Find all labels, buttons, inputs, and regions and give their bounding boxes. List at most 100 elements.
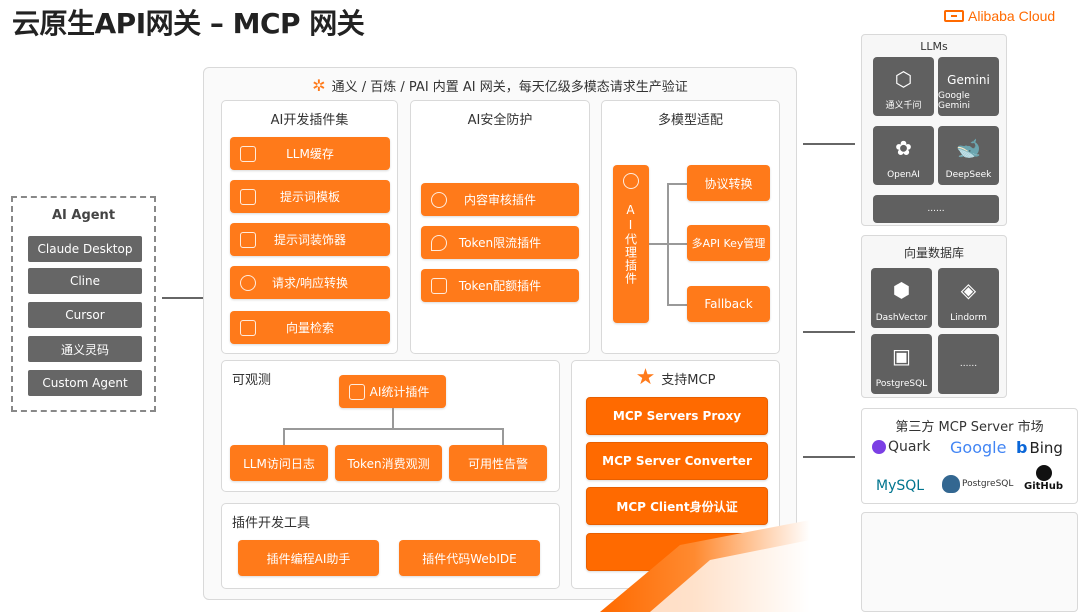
stats-connector-h bbox=[283, 428, 503, 430]
google-logo: Google bbox=[950, 438, 1007, 457]
tile-openai-label: OpenAI bbox=[887, 170, 920, 180]
fallback-button[interactable]: Fallback bbox=[687, 286, 770, 322]
vector-search-plugin[interactable]: 向量检索 bbox=[230, 311, 390, 344]
token-usage-button[interactable]: Token消费观测 bbox=[335, 445, 442, 481]
proxy-connector-1 bbox=[667, 183, 687, 185]
quark-logo: Quark bbox=[872, 439, 930, 455]
brand-logo: Alibaba Cloud bbox=[944, 8, 1055, 24]
ai-plugins-section: AI开发插件集 LLM缓存 提示词模板 提示词装饰器 请求/响应转换 向量检索 bbox=[221, 100, 398, 354]
tile-deepseek[interactable]: 🐋 DeepSeek bbox=[938, 126, 999, 185]
gemini-icon: Gemini bbox=[947, 73, 990, 87]
multi-model-title: 多模型适配 bbox=[657, 113, 723, 128]
dev-tools-section: 插件开发工具 插件编程AI助手 插件代码WebIDE bbox=[221, 503, 560, 589]
postgresql-logo-label: PostgreSQL bbox=[962, 479, 1014, 489]
ai-agent-title: AI Agent bbox=[51, 208, 116, 223]
star-icon: ★ bbox=[635, 365, 656, 390]
multi-api-key-button[interactable]: 多API Key管理 bbox=[687, 225, 770, 261]
agent-claude-desktop[interactable]: Claude Desktop bbox=[28, 236, 142, 262]
agent-connector bbox=[162, 297, 214, 299]
content-moderation-label: 内容审核插件 bbox=[463, 193, 536, 207]
tile-dashvector[interactable]: ⬢DashVector bbox=[871, 268, 932, 328]
stats-connector-v bbox=[392, 408, 394, 428]
tile-openai[interactable]: ✿ OpenAI bbox=[873, 126, 934, 185]
mcp-server-converter-button[interactable]: MCP Server Converter bbox=[586, 442, 768, 480]
decorator-icon bbox=[240, 231, 256, 248]
token-rate-limit-label: Token限流插件 bbox=[458, 236, 542, 250]
agent-cursor[interactable]: Cursor bbox=[28, 302, 142, 328]
llm-cache-plugin[interactable]: LLM缓存 bbox=[230, 137, 390, 170]
tile-gemini-label: Google Gemini bbox=[938, 91, 970, 111]
github-logo: GitHub bbox=[1024, 465, 1063, 492]
tile-more-llms[interactable]: ...... bbox=[873, 195, 999, 223]
tile-lindorm[interactable]: ◈Lindorm bbox=[938, 268, 999, 328]
vectordb-panel: 向量数据库 ⬢DashVector ◈Lindorm ▣PostgreSQL .… bbox=[861, 235, 1007, 398]
tile-postgresql[interactable]: ▣PostgreSQL bbox=[871, 334, 932, 394]
transform-icon bbox=[240, 274, 256, 291]
vector-search-label: 向量检索 bbox=[285, 321, 334, 335]
ai-stats-plugin[interactable]: AI统计插件 bbox=[339, 375, 446, 408]
agent-tongyi-lingma[interactable]: 通义灵码 bbox=[28, 336, 142, 362]
mcp-servers-proxy-button[interactable]: MCP Servers Proxy bbox=[586, 397, 768, 435]
prompt-decorator-plugin[interactable]: 提示词装饰器 bbox=[230, 223, 390, 256]
plugin-ai-assistant-button[interactable]: 插件编程AI助手 bbox=[238, 540, 379, 576]
gateway-banner-text: 通义 / 百炼 / PAI 内置 AI 网关，每天亿级多模态请求生产验证 bbox=[331, 80, 688, 95]
quark-label: Quark bbox=[888, 439, 931, 455]
llm-cache-label: LLM缓存 bbox=[286, 147, 334, 161]
tile-deepseek-label: DeepSeek bbox=[945, 170, 992, 180]
github-label: GitHub bbox=[1024, 481, 1064, 492]
token-quota-plugin[interactable]: Token配额插件 bbox=[421, 269, 579, 302]
agent-custom[interactable]: Custom Agent bbox=[28, 370, 142, 396]
quota-icon bbox=[431, 277, 447, 294]
mcp-client-auth-button[interactable]: MCP Client身份认证 bbox=[586, 487, 768, 525]
token-rate-limit-plugin[interactable]: Token限流插件 bbox=[421, 226, 579, 259]
stats-connector-3 bbox=[502, 428, 504, 445]
ai-agent-box: AI Agent Claude Desktop Cline Cursor 通义灵… bbox=[11, 196, 156, 412]
stats-connector-1 bbox=[283, 428, 285, 445]
alibaba-cloud-icon bbox=[944, 10, 964, 22]
tile-postgresql-label: PostgreSQL bbox=[875, 379, 928, 389]
llm-access-log-button[interactable]: LLM访问日志 bbox=[230, 445, 328, 481]
stats-icon bbox=[349, 383, 365, 400]
postgresql-logo: PostgreSQL bbox=[942, 475, 1013, 493]
page-title: 云原生API网关 – MCP 网关 bbox=[12, 7, 365, 40]
protocol-convert-button[interactable]: 协议转换 bbox=[687, 165, 770, 201]
cache-icon bbox=[240, 145, 256, 162]
prompt-decorator-label: 提示词装饰器 bbox=[273, 233, 346, 247]
mcp-title-row: ★ 支持MCP bbox=[572, 367, 779, 389]
deepseek-icon: 🐋 bbox=[956, 136, 981, 160]
drop-icon bbox=[431, 234, 447, 251]
proxy-connector-h bbox=[649, 243, 667, 245]
agent-cline[interactable]: Cline bbox=[28, 268, 142, 294]
elephant-icon bbox=[942, 475, 960, 493]
llms-connector bbox=[803, 143, 855, 145]
network-icon: ✲ bbox=[312, 76, 326, 95]
tile-qwen[interactable]: ⬡通义千问 bbox=[873, 57, 934, 116]
content-moderation-plugin[interactable]: 内容审核插件 bbox=[421, 183, 579, 216]
req-resp-transform-plugin[interactable]: 请求/响应转换 bbox=[230, 266, 390, 299]
availability-alert-button[interactable]: 可用性告警 bbox=[449, 445, 547, 481]
brand-name: Alibaba Cloud bbox=[968, 8, 1056, 24]
plugin-webide-button[interactable]: 插件代码WebIDE bbox=[399, 540, 540, 576]
ai-plugins-title: AI开发插件集 bbox=[270, 113, 349, 128]
dashvector-icon: ⬢ bbox=[892, 278, 911, 302]
tile-more-vectordb[interactable]: ...... bbox=[938, 334, 999, 394]
extra-panel bbox=[861, 512, 1078, 612]
token-quota-label: Token配额插件 bbox=[458, 279, 542, 293]
llms-title: LLMs bbox=[920, 40, 948, 53]
observability-title: 可观测 bbox=[232, 373, 272, 388]
quark-icon bbox=[872, 440, 886, 454]
vector-icon bbox=[240, 319, 256, 336]
moderation-icon bbox=[431, 191, 447, 208]
more-llms-label: ...... bbox=[927, 204, 945, 214]
lindorm-icon: ◈ bbox=[960, 278, 977, 302]
openai-icon: ✿ bbox=[895, 136, 912, 160]
prompt-template-plugin[interactable]: 提示词模板 bbox=[230, 180, 390, 213]
ai-proxy-plugin[interactable]: AI代理插件 bbox=[613, 165, 649, 323]
proxy-connector-3 bbox=[667, 304, 687, 306]
github-icon bbox=[1035, 465, 1052, 481]
template-icon bbox=[240, 188, 256, 205]
